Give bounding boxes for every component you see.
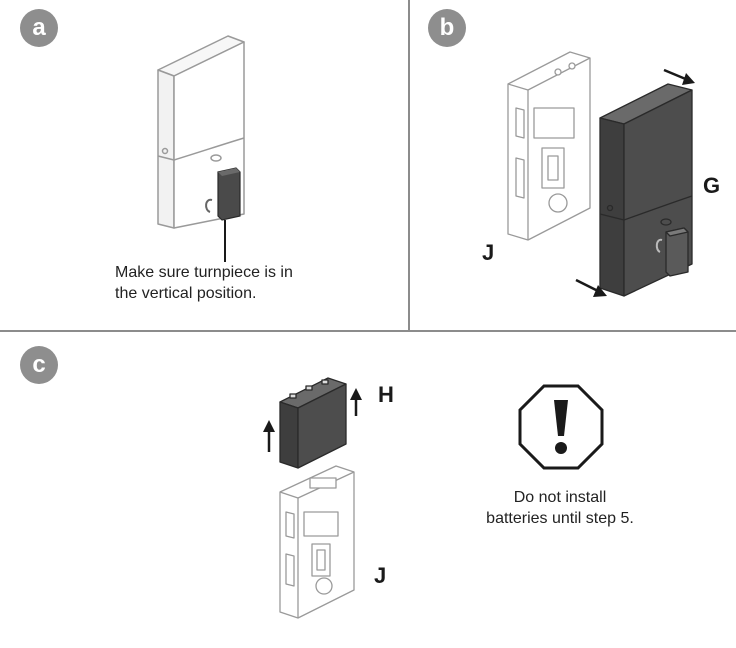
exclamation-octagon-icon: [518, 384, 604, 470]
back-plate-illustration: [507, 51, 591, 241]
lock-front-illustration: [157, 35, 245, 262]
back-plate-illustration: [279, 465, 355, 619]
label-back-j: J: [482, 240, 495, 265]
turnpiece-icon: [205, 167, 241, 221]
arrow-icon: [350, 388, 362, 416]
step-badge-c: c: [20, 346, 58, 384]
front-unit-illustration: [599, 83, 693, 297]
battery-warning-caption: Do not install batteries until step 5.: [460, 487, 660, 529]
turnpiece-caption: Make sure turnpiece is in the vertical p…: [115, 262, 293, 304]
arrow-icon: [263, 420, 275, 452]
arrow-icon: [663, 68, 695, 85]
divider-vertical: [408, 0, 410, 331]
caption-line-1: Make sure turnpiece is in: [115, 264, 293, 281]
label-front-g: G: [703, 173, 721, 198]
step-badge-b: b: [428, 9, 466, 47]
label-battery-h: H: [378, 382, 394, 407]
caption-line-2: the vertical position.: [115, 285, 257, 302]
battery-pack-illustration: [279, 377, 347, 469]
step-badge-a: a: [20, 9, 58, 47]
divider-horizontal: [0, 330, 736, 332]
arrow-icon: [575, 278, 607, 297]
warning-line-1: Do not install: [513, 489, 607, 506]
warning-line-2: batteries until step 5.: [486, 510, 634, 527]
label-back-j: J: [374, 563, 387, 588]
